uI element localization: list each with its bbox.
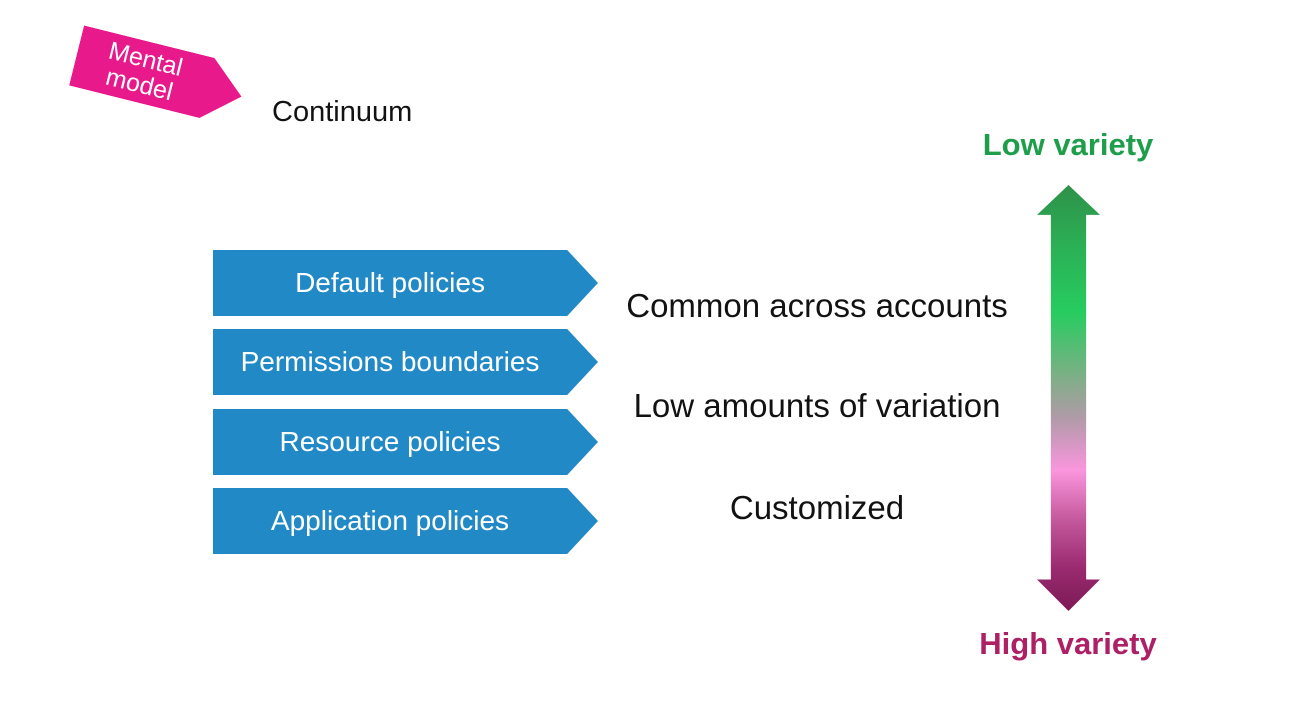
policy-arrow-label: Application policies	[270, 505, 510, 536]
page-title: Continuum	[272, 96, 413, 128]
policy-arrow-label: Permissions boundaries	[240, 346, 540, 377]
annotation-customized: Customized	[729, 489, 905, 526]
policy-arrow-application-policies: Application policies	[213, 488, 598, 554]
mental-model-badge: Mental model	[69, 25, 249, 126]
policy-arrow-resource-policies: Resource policies	[213, 409, 598, 475]
double-headed-arrow-icon	[1037, 185, 1100, 611]
annotation-common-across-accounts: Common across accounts	[626, 287, 1008, 324]
mental-model-badge-label: Mental model	[100, 37, 186, 107]
policy-arrow-default-policies: Default policies	[213, 250, 598, 316]
low-variety-label: Low variety	[982, 127, 1154, 162]
policy-arrow-label: Default policies	[295, 267, 485, 298]
annotation-low-amounts-of-variation: Low amounts of variation	[633, 387, 1001, 424]
policy-arrow-label: Resource policies	[279, 426, 501, 457]
policy-arrow-permissions-boundaries: Permissions boundaries	[213, 329, 598, 395]
high-variety-label: High variety	[979, 626, 1157, 661]
